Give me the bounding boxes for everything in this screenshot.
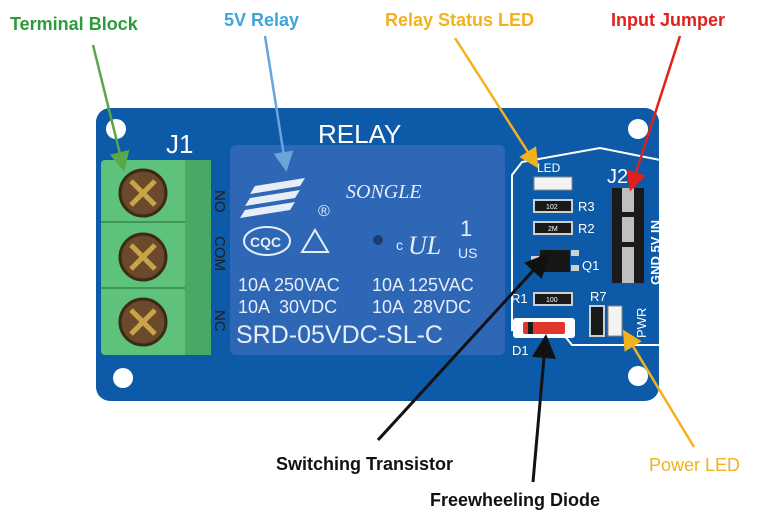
switching-transistor-label: Switching Transistor — [276, 454, 454, 474]
mount-hole — [113, 368, 133, 388]
rating-row1-left: 10A 250VAC — [238, 275, 340, 295]
switching-transistor-arrow — [376, 253, 550, 442]
input-jumper-arrow — [626, 35, 682, 192]
status-led — [533, 176, 573, 191]
resistor-r7 — [589, 305, 605, 337]
relay-heading: RELAY — [318, 119, 401, 149]
q1-label: Q1 — [582, 258, 599, 273]
resistor-r1 — [533, 292, 573, 306]
model-text: SRD-05VDC-SL-C — [236, 321, 443, 349]
pwr-label: PWR — [634, 308, 649, 338]
power-led-arrow — [622, 329, 696, 448]
terminal-screw — [118, 297, 168, 347]
mount-hole — [628, 366, 648, 386]
brand-text: SONGLE — [346, 181, 422, 203]
ul-us-text: US — [458, 245, 477, 261]
terminal-screw — [118, 168, 168, 218]
d1-label: D1 — [512, 343, 529, 358]
mount-hole — [628, 119, 648, 139]
ul-logo-icon: UL — [408, 231, 441, 260]
freewheeling-diode-arrow — [531, 334, 556, 483]
silkscreen-outline — [511, 146, 661, 346]
terminal-block-side — [185, 160, 211, 355]
relay-status-led-arrow — [453, 37, 539, 169]
triangle-mark-icon — [300, 228, 330, 253]
r3-smd-code: 102 — [546, 204, 558, 211]
ul-number: 1 — [460, 216, 472, 241]
cqc-text: CQC — [250, 234, 281, 250]
input-jumper-label: Input Jumper — [611, 10, 726, 30]
r7-label: R7 — [590, 289, 607, 304]
r2-smd-code: 2M — [548, 226, 558, 233]
terminal-nc-label: NC — [211, 310, 228, 332]
led-label: LED — [537, 161, 561, 175]
power-led — [607, 305, 623, 337]
5v-relay-arrow — [263, 35, 294, 172]
j2-label: J2 — [607, 166, 628, 188]
relay-hole — [373, 235, 383, 245]
terminal-block-label: Terminal Block — [10, 14, 138, 34]
cqc-logo-icon — [243, 226, 291, 256]
ul-c-text: c — [396, 237, 403, 253]
j1-label: J1 — [166, 129, 193, 159]
rating-row2-left: 10A 30VDC — [238, 297, 337, 317]
mount-hole — [106, 119, 126, 139]
registered-mark: ® — [318, 203, 330, 220]
5v-relay-label: 5V Relay — [224, 10, 300, 30]
rating-row1-right: 10A 125VAC — [372, 275, 474, 295]
power-led-label: Power LED — [649, 455, 741, 475]
terminal-screw — [118, 232, 168, 282]
pins-label: GND 5V IN — [648, 220, 663, 285]
relay-body — [230, 145, 505, 355]
terminal-com-label: COM — [211, 236, 228, 271]
resistor-r3 — [533, 199, 573, 213]
r2-label: R2 — [578, 221, 595, 236]
relay-status-led-label: Relay Status LED — [385, 10, 535, 30]
r1-label: R1 — [511, 291, 528, 306]
rating-row2-right: 10A 28VDC — [372, 297, 471, 317]
transistor-q1 — [540, 250, 570, 272]
songle-logo-icon — [240, 178, 305, 218]
terminal-block-arrow — [91, 44, 130, 172]
freewheeling-diode-label: Freewheeling Diode — [430, 490, 601, 510]
resistor-r2 — [533, 221, 573, 235]
r1-smd-code: 100 — [546, 297, 558, 304]
r3-label: R3 — [578, 199, 595, 214]
terminal-no-label: NO — [211, 190, 228, 213]
